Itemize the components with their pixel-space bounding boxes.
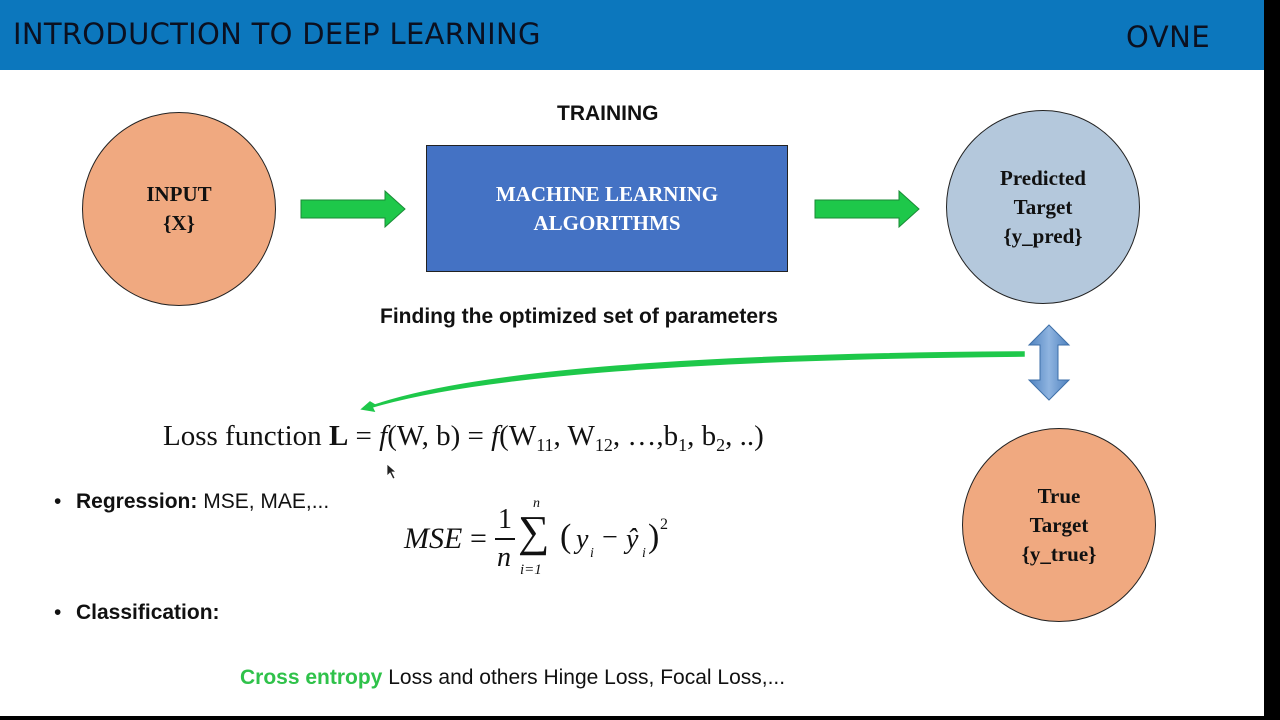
loss-sep-2: , …,b — [612, 420, 679, 452]
mse-fraction-bar — [495, 538, 515, 540]
pred-node-line2: Target — [1013, 194, 1073, 219]
loss-sep-1: , W — [553, 420, 595, 452]
input-to-algorithm-arrow — [300, 189, 406, 229]
true-node-line1: True — [1037, 483, 1081, 508]
slide-title: INTRODUCTION TO DEEP LEARNING — [13, 17, 541, 51]
loss-args-1: (W, b) = — [387, 420, 492, 452]
mse-minus: − — [602, 522, 618, 553]
mse-equals: = — [470, 522, 487, 555]
loss-sub-12: 12 — [594, 435, 613, 455]
pred-node-line3: {y_pred} — [1003, 223, 1083, 248]
optimization-label: Finding the optimized set of parameters — [380, 305, 778, 328]
loss-symbol: L — [328, 420, 349, 452]
loss-function-equation: Loss function L = f(W, b) = f(W11, W12, … — [163, 420, 764, 455]
mse-numerator: 1 — [498, 504, 512, 535]
algorithm-to-prediction-arrow — [814, 189, 920, 229]
mse-formula: MSE = 1 n n ∑ i=1 ( y i − ŷ i ) 2 — [404, 496, 684, 585]
mse-power: 2 — [660, 516, 668, 533]
ml-box-line2: ALGORITHMS — [533, 210, 681, 235]
mse-denominator: n — [497, 542, 511, 573]
feedback-curve-arrow — [360, 351, 1025, 412]
compare-double-arrow — [1027, 324, 1071, 401]
mse-close-paren: ) — [648, 518, 660, 555]
classification-losses: Cross entropy Loss and others Hinge Loss… — [240, 666, 785, 690]
loss-sep-3: , b — [687, 420, 717, 452]
mse-y-sub: i — [590, 546, 594, 561]
true-node-line3: {y_true} — [1021, 541, 1097, 566]
mse-lhs: MSE — [404, 522, 463, 555]
bullet-dot: • — [54, 601, 62, 624]
true-target-node: True Target {y_true} — [962, 428, 1156, 622]
mse-open-paren: ( — [560, 518, 572, 555]
predicted-target-node: Predicted Target {y_pred} — [946, 110, 1140, 304]
mse-sum-lower: i=1 — [520, 562, 542, 578]
brand-label: OVNE — [1126, 20, 1211, 54]
regression-text: MSE, MAE,... — [197, 490, 330, 513]
input-node-symbol: {X} — [163, 211, 195, 235]
mouse-cursor-icon — [386, 463, 398, 480]
regression-label: Regression: — [76, 490, 198, 513]
classification-bullet: • Classification: — [54, 601, 220, 625]
loss-args-2: (W — [499, 420, 537, 452]
ml-algorithms-box: MACHINE LEARNING ALGORITHMS — [426, 145, 788, 272]
training-label: TRAINING — [557, 102, 659, 125]
ml-box-line1: MACHINE LEARNING — [495, 181, 719, 206]
loss-f-2: f — [491, 420, 500, 452]
loss-sub-1: 1 — [678, 435, 688, 455]
pred-node-line1: Predicted — [1000, 165, 1086, 190]
input-node-title: INPUT — [146, 182, 212, 206]
loss-f-1: f — [379, 420, 388, 452]
loss-prefix: Loss function — [163, 420, 329, 452]
mse-sum-upper: n — [533, 496, 540, 511]
input-node: INPUT {X} — [82, 112, 276, 306]
loss-sub-2: 2 — [716, 435, 726, 455]
classification-label: Classification: — [76, 601, 220, 624]
true-node-line2: Target — [1029, 512, 1089, 537]
mse-yhat-sub: i — [642, 546, 646, 561]
mse-y: y — [576, 524, 589, 555]
header-bar: INTRODUCTION TO DEEP LEARNING OVNE — [0, 0, 1264, 70]
mse-yhat: ŷ — [626, 524, 639, 555]
regression-bullet: • Regression: MSE, MAE,... — [54, 490, 329, 514]
loss-tail: , ..) — [725, 420, 764, 452]
bullet-dot: • — [54, 490, 62, 513]
mse-sum-symbol: ∑ — [518, 507, 550, 556]
cross-entropy-highlight: Cross entropy — [240, 666, 383, 689]
loss-sub-11: 11 — [536, 435, 554, 455]
classification-losses-text: Loss and others Hinge Loss, Focal Loss,.… — [382, 666, 786, 689]
